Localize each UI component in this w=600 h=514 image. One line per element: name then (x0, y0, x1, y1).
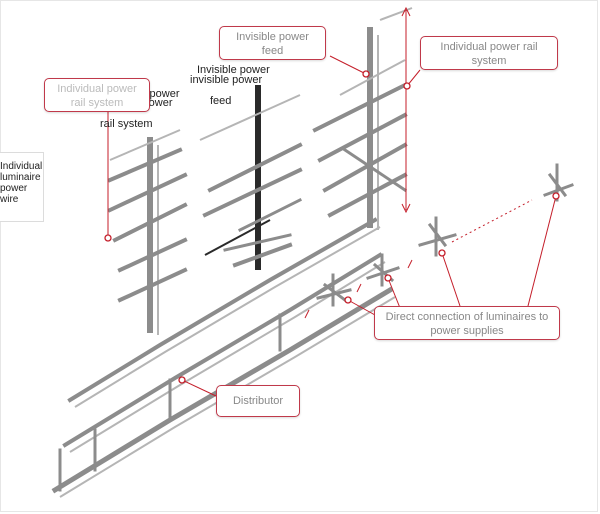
right-vertical-rail (312, 7, 413, 230)
label-invisible-power-1: Invisible power (197, 64, 270, 76)
side-box-line4: wire (0, 194, 19, 205)
callout-individual-power-rail: Individual power rail system (420, 36, 558, 70)
callout-distributor: Distributor (216, 385, 300, 417)
callout-left-rail-system: Individual power rail system (44, 78, 150, 112)
callout-luminaire-connection: Direct connection of luminaires to power… (374, 306, 560, 340)
trunk-rails (51, 217, 396, 498)
side-box-line3: power (0, 183, 28, 194)
left-vertical-rail (107, 129, 188, 335)
height-dimension (401, 6, 411, 214)
center-vertical-rail (199, 85, 303, 270)
callout-anchors (104, 70, 560, 384)
label-rail-system: rail system (100, 118, 153, 130)
label-feed: feed (210, 95, 232, 107)
side-luminaire-wire-box: Individual luminaire power wire (0, 152, 44, 222)
standalone-luminaires (304, 163, 574, 319)
callout-invisible-power-feed: Invisible power feed (219, 26, 326, 60)
side-box-line1: Individual (0, 161, 43, 172)
side-box-line2: luminaire (0, 172, 41, 183)
label-invisible-power-2: invisible power (190, 74, 263, 86)
